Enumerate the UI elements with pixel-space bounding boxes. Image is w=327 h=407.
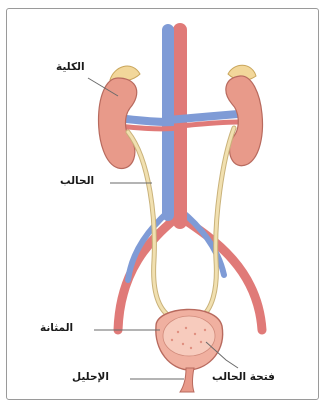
left-renal-artery	[118, 126, 180, 129]
urethra-label: الإحليل	[72, 371, 109, 383]
kidney-label: الكلية	[56, 61, 85, 73]
bladder-inner-wall	[163, 316, 215, 356]
bladder-label: المثانة	[40, 322, 73, 334]
ureter-label: الحالب	[60, 175, 94, 187]
urethra	[180, 368, 194, 392]
right-renal-artery	[180, 122, 238, 126]
ureter-opening-label: فتحة الحالب	[212, 371, 275, 383]
